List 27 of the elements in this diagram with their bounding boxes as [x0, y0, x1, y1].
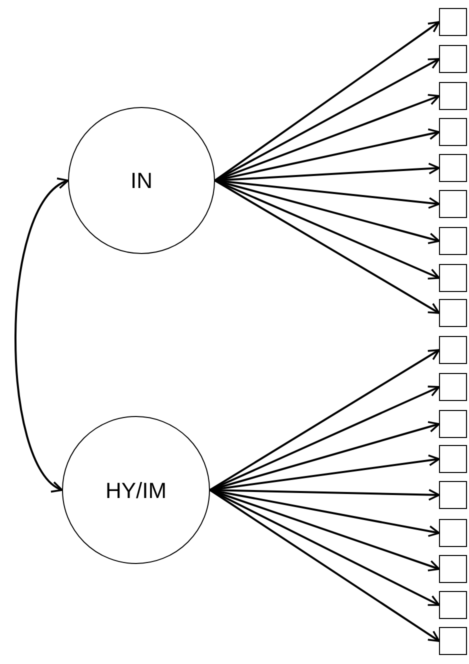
- node-label: HY/IM: [105, 476, 167, 504]
- indicator-box: [439, 336, 467, 364]
- arrow: [214, 180, 440, 314]
- indicator-box: [439, 373, 467, 401]
- arrow: [14, 180, 69, 491]
- indicator-box: [439, 591, 467, 619]
- node-label: IN: [130, 167, 152, 195]
- indicator-box: [439, 227, 467, 255]
- indicator-box: [439, 264, 467, 292]
- arrow: [214, 180, 440, 280]
- indicator-box: [439, 8, 467, 36]
- indicator-box: [439, 118, 467, 146]
- arrow: [210, 386, 440, 491]
- indicator-box: [439, 481, 467, 509]
- arrow: [209, 349, 440, 491]
- indicator-box: [439, 82, 467, 110]
- indicator-box: [439, 45, 467, 73]
- indicator-box: [439, 410, 467, 438]
- indicator-box: [439, 627, 467, 655]
- indicator-box: [439, 555, 467, 583]
- indicator-box: [439, 519, 467, 547]
- indicator-box: [439, 299, 467, 327]
- arrow: [209, 489, 440, 642]
- indicator-box: [439, 154, 467, 182]
- indicator-box: [439, 445, 467, 473]
- indicator-box: [439, 190, 467, 218]
- arrow: [214, 21, 440, 182]
